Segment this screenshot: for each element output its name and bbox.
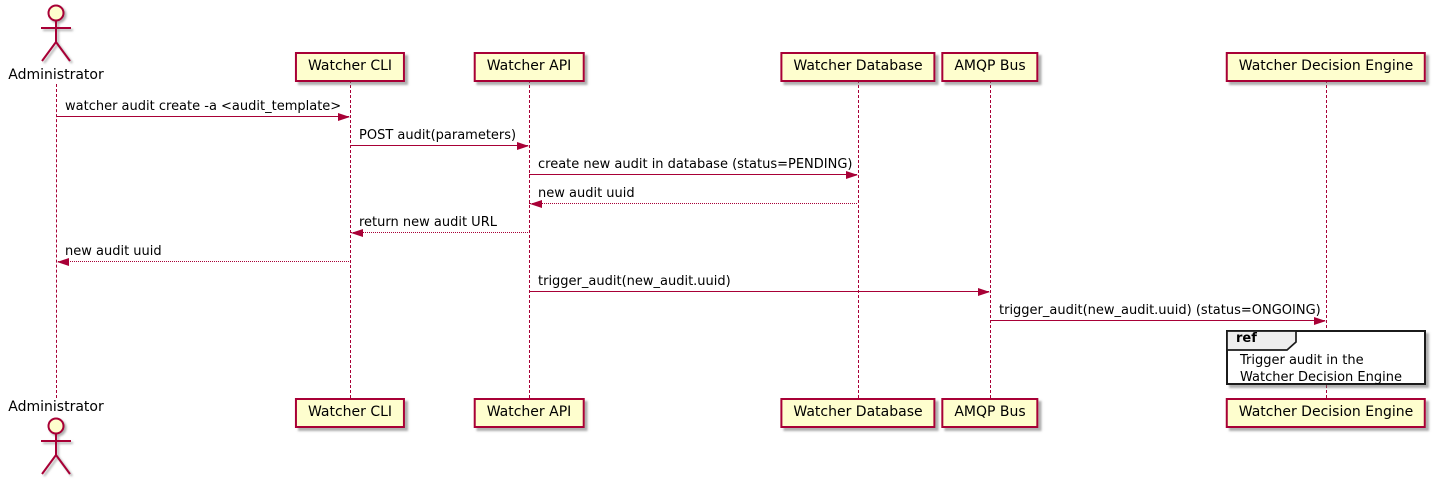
- message-line-6: [56, 261, 349, 262]
- participant-bottom-watcher-database: Watcher Database: [780, 398, 936, 428]
- message-label-4: new audit uuid: [538, 186, 635, 201]
- actor-figure-bottom-administrator: [33, 417, 79, 483]
- message-arrowhead-8: [1314, 316, 1326, 325]
- participant-top-amqp-bus: AMQP Bus: [941, 52, 1039, 82]
- message-line-8: [990, 320, 1325, 321]
- lifeline-watcher-api: [529, 80, 530, 398]
- participant-bottom-watcher-api: Watcher API: [473, 398, 585, 428]
- message-label-3: create new audit in database (status=PEN…: [538, 157, 853, 172]
- actor-label-top-administrator: Administrator: [8, 67, 104, 83]
- message-arrowhead-7: [978, 287, 990, 296]
- message-arrowhead-5: [351, 228, 363, 237]
- actor-stick-figure-icon: [41, 417, 71, 475]
- message-line-5: [350, 232, 528, 233]
- ref-fragment-box: ref Trigger audit in the Watcher Decisio…: [1226, 330, 1426, 385]
- actor-stick-figure-icon: [41, 4, 71, 62]
- message-line-4: [529, 203, 857, 204]
- ref-body-text: Trigger audit in the Watcher Decision En…: [1240, 352, 1402, 386]
- participant-bottom-amqp-bus: AMQP Bus: [941, 398, 1039, 428]
- lifeline-administrator: [56, 84, 57, 398]
- message-label-6: new audit uuid: [65, 244, 162, 259]
- participant-top-watcher-api: Watcher API: [473, 52, 585, 82]
- message-line-7: [529, 291, 989, 292]
- ref-header: ref: [1226, 330, 1298, 356]
- lifeline-watcher-cli: [350, 80, 351, 398]
- message-label-5: return new audit URL: [359, 215, 497, 230]
- message-label-1: watcher audit create -a <audit_template>: [65, 99, 342, 114]
- participant-top-watcher-database: Watcher Database: [780, 52, 936, 82]
- message-arrowhead-2: [517, 141, 529, 150]
- participant-bottom-watcher-decision-engine: Watcher Decision Engine: [1225, 398, 1427, 428]
- message-label-2: POST audit(parameters): [359, 128, 517, 143]
- participant-bottom-watcher-cli: Watcher CLI: [294, 398, 406, 428]
- message-line-2: [350, 145, 528, 146]
- actor-figure-top-administrator: [33, 4, 79, 70]
- participant-top-watcher-decision-engine: Watcher Decision Engine: [1225, 52, 1427, 82]
- ref-line-2: Watcher Decision Engine: [1240, 370, 1402, 385]
- message-line-1: [56, 116, 349, 117]
- participant-top-watcher-cli: Watcher CLI: [294, 52, 406, 82]
- actor-label-bottom-administrator: Administrator: [8, 399, 104, 415]
- ref-header-pentagon-icon: [1226, 330, 1297, 351]
- message-line-3: [529, 174, 857, 175]
- ref-line-1: Trigger audit in the: [1240, 353, 1364, 368]
- message-arrowhead-6: [57, 257, 69, 266]
- message-arrowhead-1: [338, 112, 350, 121]
- message-label-7: trigger_audit(new_audit.uuid): [538, 274, 731, 289]
- lifeline-amqp-bus: [990, 80, 991, 398]
- message-label-8: trigger_audit(new_audit.uuid) (status=ON…: [999, 303, 1321, 318]
- message-arrowhead-4: [530, 199, 542, 208]
- message-arrowhead-3: [846, 170, 858, 179]
- lifeline-watcher-database: [858, 80, 859, 398]
- lifeline-watcher-decision-engine: [1326, 80, 1327, 398]
- ref-keyword: ref: [1236, 331, 1257, 346]
